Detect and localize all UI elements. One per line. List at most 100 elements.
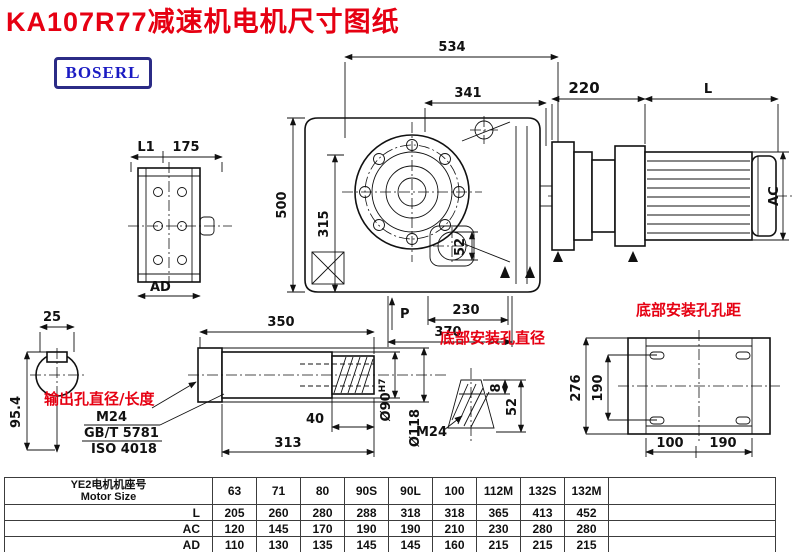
dim-AC: AC [767,186,782,206]
mount-slots [649,351,751,425]
table-row: L 205 260 280 288 318 318 365 413 452 [4,504,776,521]
table-filler-cell [608,477,776,505]
bottom-spacing-label: 底部安装孔孔距 [636,301,741,319]
page-title: KA107R77减速机电机尺寸图纸 [6,7,400,37]
bottom-hole-detail: 底部安装孔直径 8 52 M24 [416,329,545,444]
table-col-header: 100 [432,477,477,505]
table-cell: 205 [212,504,257,521]
table-filler-cell [608,520,776,537]
dim-40: 40 [306,412,324,427]
dim-output-bore-dia: Ø90H7 [378,379,394,422]
table-col-header: 112M [476,477,521,505]
section-arrow-icon [628,251,638,262]
section-arrow-icon [525,266,535,278]
motor-fins [647,160,750,234]
table-cell: 160 [432,536,477,552]
dim-370: 370 [434,325,461,340]
table-header-cn: YE2电机机座号 [70,479,147,491]
table-corner-header: YE2电机机座号 Motor Size [4,477,213,505]
dim-118: Ø118 [408,409,423,447]
table-header-row: YE2电机机座号 Motor Size 63 71 80 90S 90L 100… [4,477,776,505]
table-col-header: 80 [300,477,345,505]
table-cell: 215 [564,536,609,552]
table-header-en: Motor Size [80,491,137,503]
side-view-motor: 220 L AC [548,79,792,262]
table-cell: 280 [300,504,345,521]
table-cell: 145 [388,536,433,552]
dim-350: 350 [267,315,294,330]
table-col-header: 132M [564,477,609,505]
boserl-logo: BOSERL [54,57,152,89]
table-cell: 210 [432,520,477,537]
table-row: AC 120 145 170 190 190 210 230 280 280 [4,520,776,537]
table-cell: 365 [476,504,521,521]
table-filler-cell [608,536,776,552]
section-arrow-icon [553,251,563,262]
table-col-header: 90L [388,477,433,505]
dim-52b: 52 [505,398,520,416]
table-row-label: AD [4,536,213,552]
table-filler-cell [608,504,776,521]
dim-L: L [704,82,712,97]
cone-hatch [451,383,490,428]
bottom-view-spacing: 底部安装孔孔距 276 190 [569,301,780,458]
note-gbt: GB/T 5781 [84,426,159,441]
output-shaft-view: 350 输出孔直径/长度 M24 GB/T 5781 ISO 4018 [44,315,448,457]
dim-315: 315 [317,210,332,237]
note-m24: M24 [96,410,127,425]
dim-534: 534 [438,40,465,55]
bottom-hole-label: 底部安装孔直径 [440,329,545,347]
table-cell: 413 [520,504,565,521]
table-cell: 288 [344,504,389,521]
table-cell: 130 [256,536,301,552]
table-cell: 215 [520,536,565,552]
table-cell: 280 [564,520,609,537]
table-col-header: 63 [212,477,257,505]
table-cell: 280 [520,520,565,537]
table-cell: 215 [476,536,521,552]
table-cell: 145 [256,520,301,537]
table-col-header: 71 [256,477,301,505]
table-cell: 145 [344,536,389,552]
dim-52: 52 [453,238,468,256]
table-cell: 260 [256,504,301,521]
table-cell: 170 [300,520,345,537]
table-cell: 135 [300,536,345,552]
table-cell: 452 [564,504,609,521]
table-cell: 190 [388,520,433,537]
dim-230: 230 [452,303,479,318]
table-col-header: 132S [520,477,565,505]
dim-190-vertical: 190 [591,374,606,401]
table-cell: 230 [476,520,521,537]
flange-bolt-holes [359,139,465,245]
dim-220: 220 [568,79,599,97]
dim-190-horizontal: 190 [709,436,736,451]
dim-8: 8 [489,383,504,392]
dim-313: 313 [274,436,301,451]
boserl-logo-text: BOSERL [65,63,141,82]
dim-AD: AD [150,280,171,295]
table-row-label: L [4,504,213,521]
dim-25: 25 [43,310,61,325]
table-row: AD 110 130 135 145 145 160 215 215 215 [4,536,776,552]
note-iso: ISO 4018 [91,442,157,457]
top-left-view: L1 175 AD [128,140,232,300]
dim-100: 100 [656,436,683,451]
dim-175: 175 [172,140,199,155]
section-arrow-icon [500,266,510,278]
dim-L1: L1 [137,140,154,155]
table-cell: 110 [212,536,257,552]
dim-m24: M24 [416,425,447,440]
table-cell: 318 [388,504,433,521]
shaft-section-view: 25 95.4 [9,310,84,453]
table-row-label: AC [4,520,213,537]
output-bore-label: 输出孔直径/长度 [44,390,155,408]
dim-276: 276 [569,374,584,401]
main-view: 534 341 500 315 52 230 370 [275,40,559,347]
motor-size-table: YE2电机机座号 Motor Size 63 71 80 90S 90L 100… [4,477,776,552]
table-cell: 190 [344,520,389,537]
dim-500: 500 [275,191,290,218]
table-col-header: 90S [344,477,389,505]
table-cell: 318 [432,504,477,521]
